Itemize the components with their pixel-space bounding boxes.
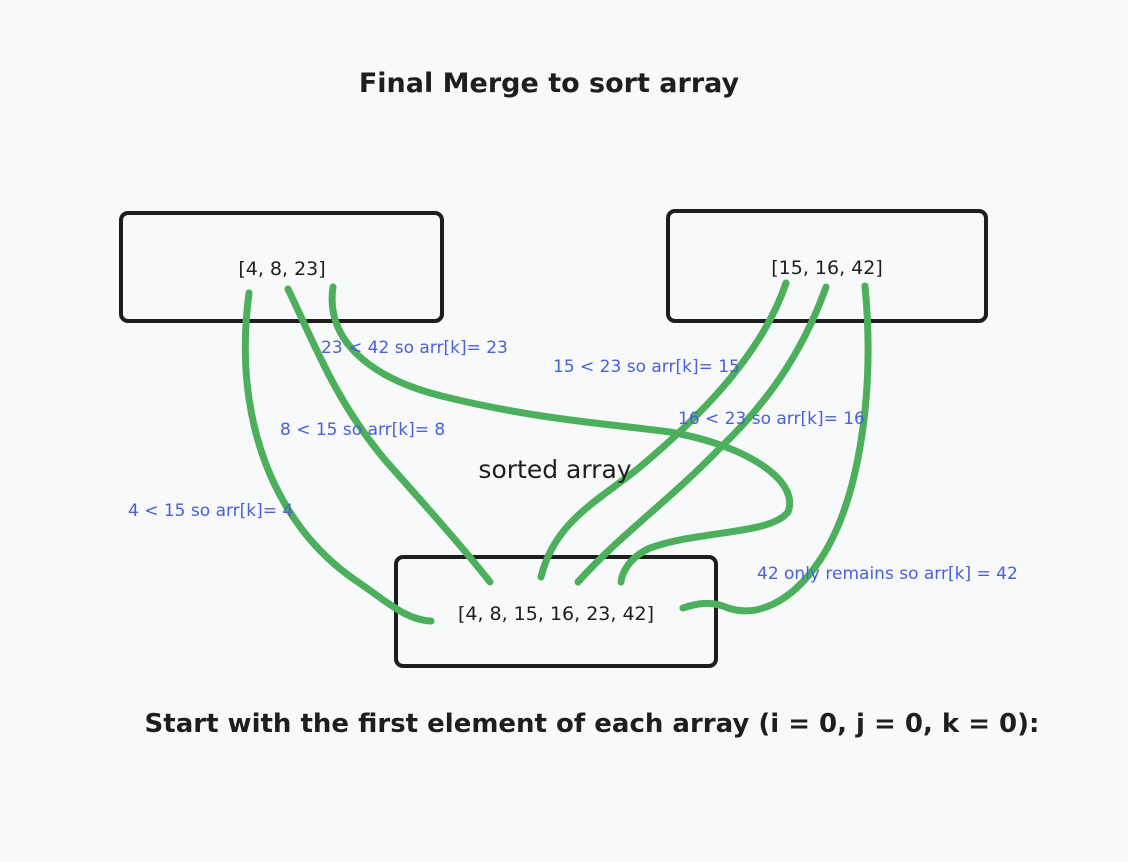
left-array-box: [4, 8, 23] <box>119 211 444 323</box>
connector-15 <box>537 279 790 581</box>
connector-8 <box>284 285 494 586</box>
step-16-label: 16 < 23 so arr[k]= 16 <box>678 409 865 429</box>
connector-4 <box>241 289 435 625</box>
step-annotations: 23 < 42 so arr[k]= 23 15 < 23 so arr[k]=… <box>128 338 1018 584</box>
left-array-text: [4, 8, 23] <box>238 258 325 280</box>
step-4-label: 4 < 15 so arr[k]= 4 <box>128 501 293 521</box>
result-array-box: [4, 8, 15, 16, 23, 42] <box>394 555 718 668</box>
connector-42 <box>679 282 872 615</box>
connector-16 <box>574 283 830 586</box>
step-23-label: 23 < 42 so arr[k]= 23 <box>321 338 508 358</box>
step-8-label: 8 < 15 so arr[k]= 8 <box>280 420 445 440</box>
connector-23 <box>328 283 794 586</box>
merge-connectors <box>241 279 872 625</box>
step-15-label: 15 < 23 so arr[k]= 15 <box>553 357 740 377</box>
result-array-text: [4, 8, 15, 16, 23, 42] <box>458 603 654 625</box>
step-42-label: 42 only remains so arr[k] = 42 <box>757 564 1018 584</box>
right-array-box: [15, 16, 42] <box>666 209 988 323</box>
footer-instruction: Start with the first element of each arr… <box>145 709 1040 739</box>
diagram-title: Final Merge to sort array <box>359 68 740 99</box>
right-array-text: [15, 16, 42] <box>771 257 883 279</box>
sorted-array-label: sorted array <box>478 455 631 484</box>
